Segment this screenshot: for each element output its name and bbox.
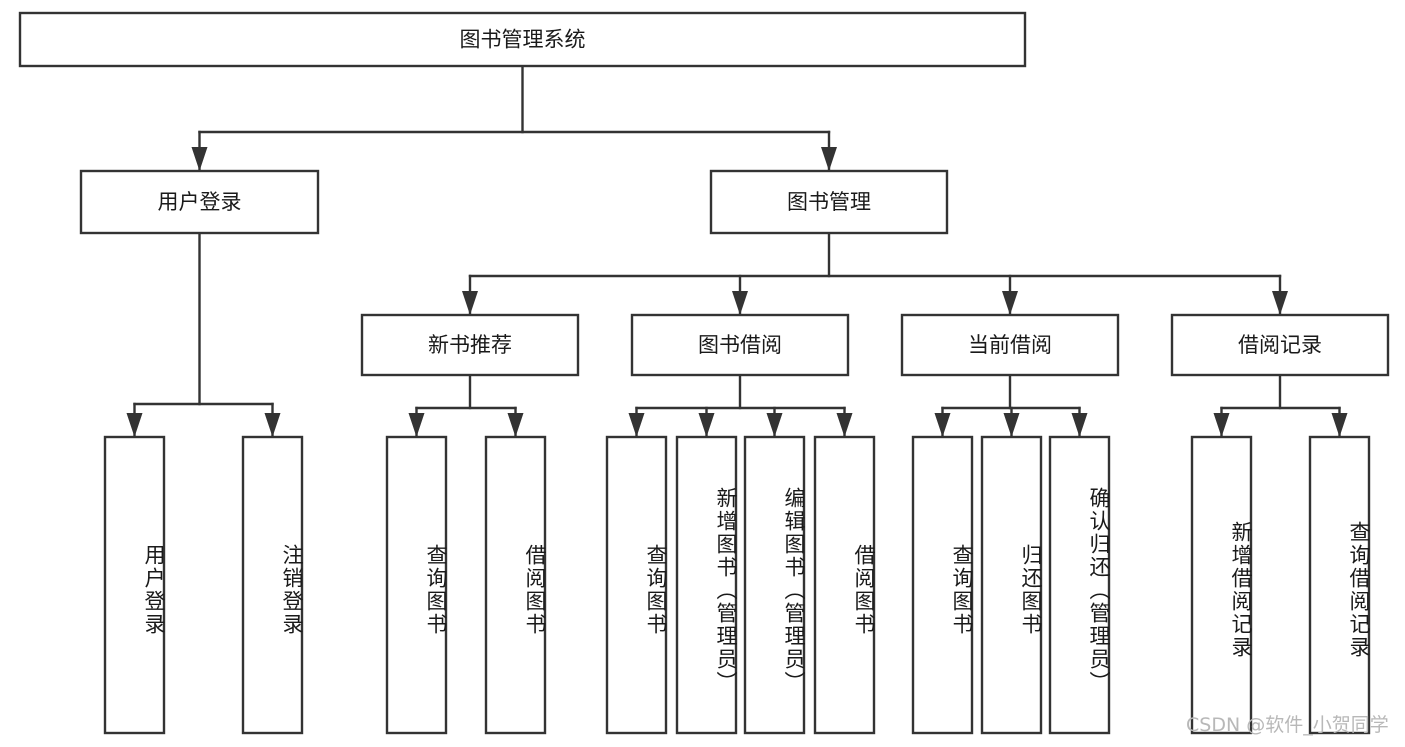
node-label: 用户登录	[158, 190, 242, 214]
node-leaf-logout[interactable]	[241, 435, 304, 735]
node-leaf-add-record[interactable]	[1190, 435, 1253, 735]
node-new-book-rec[interactable]: 新书推荐	[360, 313, 580, 377]
node-box[interactable]	[18, 11, 1027, 68]
node-box[interactable]	[813, 435, 876, 735]
node-label: 图书管理系统	[460, 28, 586, 52]
node-box[interactable]	[1190, 435, 1253, 735]
arrow-head-icon	[191, 147, 208, 171]
arrow-head-icon	[264, 413, 281, 437]
node-box[interactable]	[484, 435, 547, 735]
arrow-head-icon	[462, 291, 478, 315]
node-box[interactable]	[1170, 313, 1390, 377]
node-root[interactable]: 图书管理系统	[18, 11, 1027, 68]
arrow-head-icon	[732, 291, 748, 315]
arrow-head-icon	[1071, 413, 1088, 437]
arrow-head-icon	[934, 413, 951, 437]
connector-lines	[126, 64, 1348, 439]
node-label: 图书借阅	[698, 333, 782, 357]
node-current-borrow[interactable]: 当前借阅	[900, 313, 1120, 377]
node-box[interactable]	[743, 435, 806, 735]
node-box[interactable]	[79, 169, 320, 235]
node-label: 新书推荐	[428, 333, 512, 357]
node-leaf-borrow-book-1[interactable]	[484, 435, 547, 735]
node-leaf-edit-book[interactable]	[743, 435, 806, 735]
node-box[interactable]	[385, 435, 448, 735]
arrow-head-icon	[1002, 291, 1018, 315]
node-user-login[interactable]: 用户登录	[79, 169, 320, 235]
node-label: 借阅记录	[1238, 333, 1322, 357]
node-box[interactable]	[360, 313, 580, 377]
node-box[interactable]	[675, 435, 738, 735]
arrow-head-icon	[821, 147, 837, 171]
arrow-head-icon	[836, 413, 853, 437]
node-book-borrow[interactable]: 图书借阅	[630, 313, 850, 377]
arrow-head-icon	[1272, 291, 1288, 315]
node-leaf-add-book[interactable]	[675, 435, 738, 735]
arrow-head-icon	[1003, 413, 1020, 437]
node-box[interactable]	[630, 313, 850, 377]
node-leaf-return-book[interactable]	[980, 435, 1043, 735]
node-leaf-query-record[interactable]	[1308, 435, 1371, 735]
arrow-head-icon	[1213, 413, 1230, 437]
arrow-head-icon	[408, 413, 425, 437]
arrow-head-icon	[126, 413, 143, 437]
node-box[interactable]	[1308, 435, 1371, 735]
node-leaf-user-login[interactable]	[103, 435, 166, 735]
arrow-head-icon	[1331, 413, 1348, 437]
watermark-text: CSDN @软件_小贺同学	[1186, 714, 1389, 736]
arrow-head-icon	[507, 413, 524, 437]
node-borrow-record[interactable]: 借阅记录	[1170, 313, 1390, 377]
node-label: 图书管理	[787, 190, 871, 214]
node-leaf-confirm-return[interactable]	[1048, 435, 1111, 735]
node-box[interactable]	[911, 435, 974, 735]
node-leaf-query-book-2[interactable]	[605, 435, 668, 735]
node-box[interactable]	[980, 435, 1043, 735]
node-box[interactable]	[241, 435, 304, 735]
node-leaf-query-book-3[interactable]	[911, 435, 974, 735]
arrow-head-icon	[766, 413, 783, 437]
node-book-manage[interactable]: 图书管理	[709, 169, 949, 235]
arrow-head-icon	[698, 413, 715, 437]
node-leaf-borrow-book-2[interactable]	[813, 435, 876, 735]
node-box[interactable]	[1048, 435, 1111, 735]
node-box[interactable]	[103, 435, 166, 735]
node-leaf-query-book-1[interactable]	[385, 435, 448, 735]
node-box[interactable]	[709, 169, 949, 235]
node-box[interactable]	[900, 313, 1120, 377]
node-box[interactable]	[605, 435, 668, 735]
arrow-head-icon	[628, 413, 645, 437]
node-label: 当前借阅	[968, 333, 1052, 357]
